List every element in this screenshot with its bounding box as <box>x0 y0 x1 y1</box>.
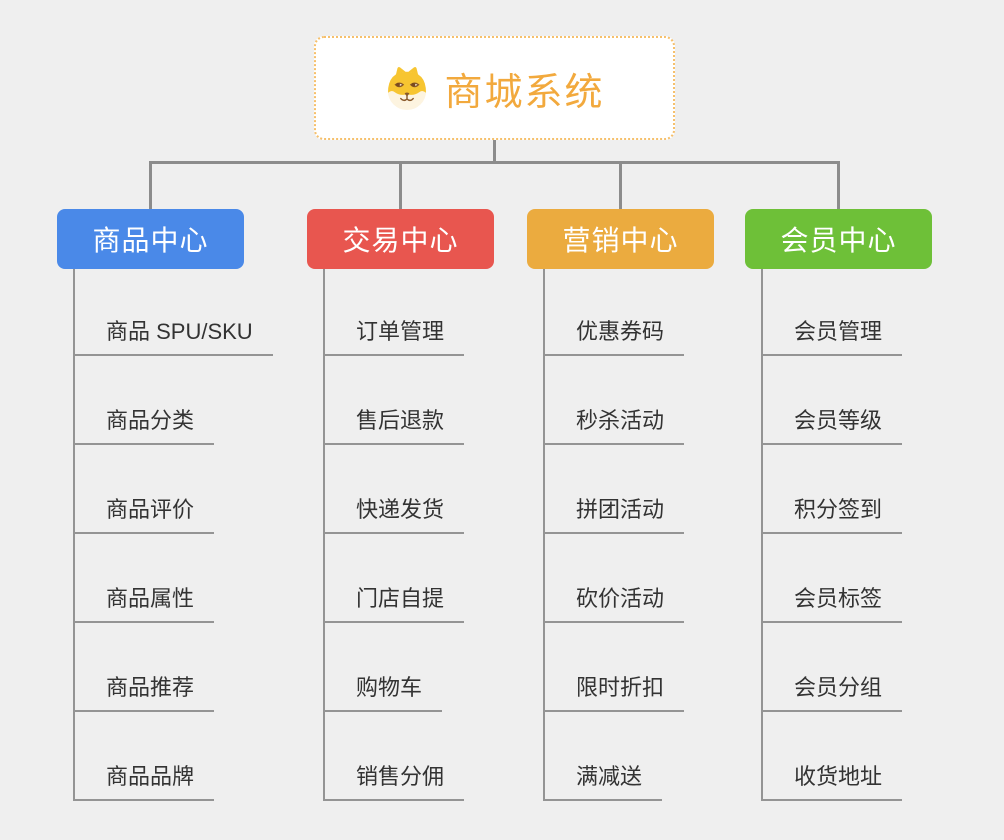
leaf-node[interactable]: 售后退款 <box>323 405 465 445</box>
leaf-node[interactable]: 砍价活动 <box>543 583 685 623</box>
connector-rail <box>149 161 840 164</box>
branch-trunk-line-1 <box>323 269 325 801</box>
leaf-node[interactable]: 优惠券码 <box>543 316 685 356</box>
leaf-node[interactable]: 会员标签 <box>761 583 903 623</box>
root-node[interactable]: 商城系统 <box>314 36 675 140</box>
connector-drop-0 <box>149 161 152 210</box>
leaf-node[interactable]: 会员管理 <box>761 316 903 356</box>
connector-drop-3 <box>837 161 840 210</box>
leaf-node[interactable]: 商品属性 <box>73 583 215 623</box>
branch-trunk-line-2 <box>543 269 545 801</box>
leaf-node[interactable]: 限时折扣 <box>543 672 685 712</box>
shiba-dog-icon <box>388 67 427 111</box>
leaf-node[interactable]: 商品评价 <box>73 494 215 534</box>
connector-drop-1 <box>399 161 402 210</box>
leaf-node[interactable]: 商品分类 <box>73 405 215 445</box>
leaf-node[interactable]: 商品品牌 <box>73 761 215 801</box>
leaf-node[interactable]: 订单管理 <box>323 316 465 356</box>
dog-eyes <box>394 82 421 88</box>
root-title: 商城系统 <box>444 71 605 114</box>
connector-drop-2 <box>619 161 622 210</box>
leaf-node[interactable]: 购物车 <box>323 672 443 712</box>
leaf-node[interactable]: 收货地址 <box>761 761 903 801</box>
branch-node-0[interactable]: 商品中心 <box>57 209 244 269</box>
branch-node-2[interactable]: 营销中心 <box>527 209 714 269</box>
leaf-node[interactable]: 门店自提 <box>323 583 465 623</box>
leaf-node[interactable]: 商品 SPU/SKU <box>73 316 273 356</box>
leaf-node[interactable]: 满减送 <box>543 761 663 801</box>
leaf-node[interactable]: 快递发货 <box>323 494 465 534</box>
leaf-node[interactable]: 积分签到 <box>761 494 903 534</box>
branch-trunk-line-0 <box>73 269 75 801</box>
leaf-node[interactable]: 秒杀活动 <box>543 405 685 445</box>
leaf-node[interactable]: 拼团活动 <box>543 494 685 534</box>
branch-trunk-line-3 <box>761 269 763 801</box>
root-connector-stub <box>493 140 496 164</box>
branch-node-3[interactable]: 会员中心 <box>745 209 932 269</box>
leaf-node[interactable]: 会员分组 <box>761 672 903 712</box>
branch-node-1[interactable]: 交易中心 <box>307 209 494 269</box>
leaf-node[interactable]: 销售分佣 <box>323 761 465 801</box>
leaf-node[interactable]: 会员等级 <box>761 405 903 445</box>
leaf-node[interactable]: 商品推荐 <box>73 672 215 712</box>
